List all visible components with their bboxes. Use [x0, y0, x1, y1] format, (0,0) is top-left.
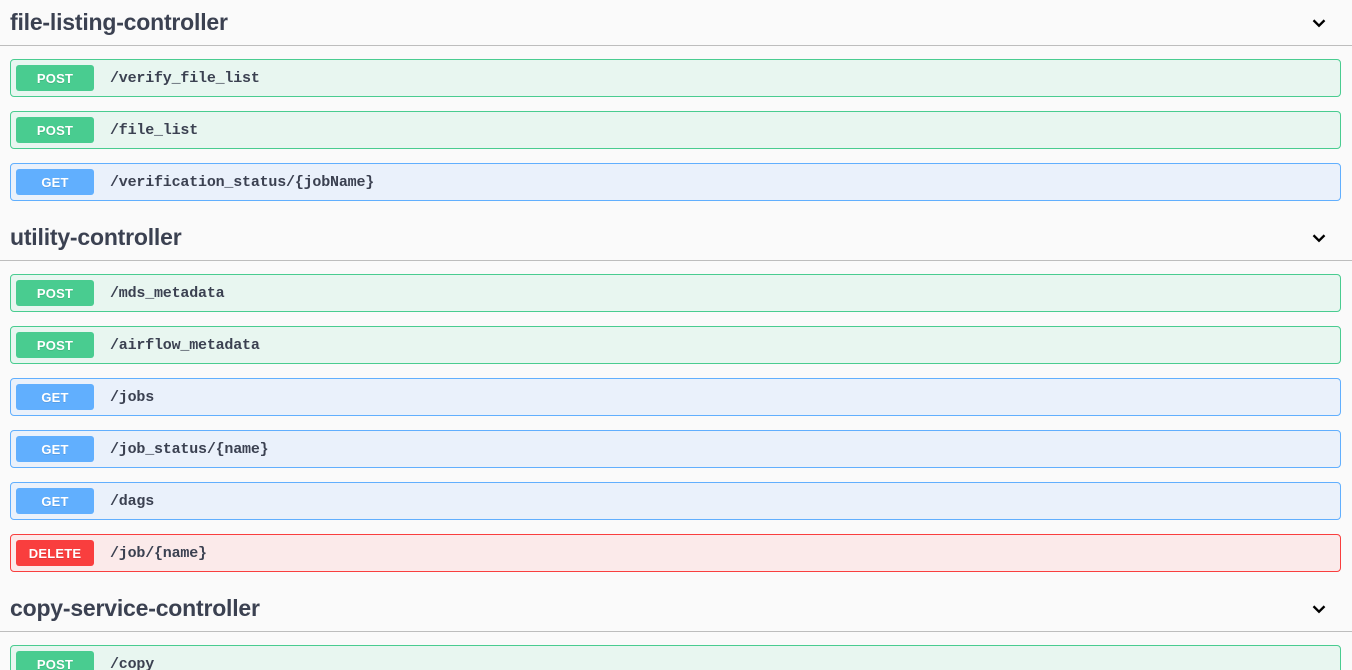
- http-method-badge: DELETE: [16, 540, 94, 566]
- operation-path: /copy: [110, 655, 155, 670]
- operation-path: /file_list: [110, 121, 199, 139]
- tag-header-copy-service-controller[interactable]: copy-service-controller: [0, 586, 1352, 632]
- tag-header-utility-controller[interactable]: utility-controller: [0, 215, 1352, 261]
- operation-path: /job_status/{name}: [110, 440, 269, 458]
- tag-header-file-listing-controller[interactable]: file-listing-controller: [0, 0, 1352, 46]
- tag-title: utility-controller: [10, 224, 182, 250]
- operation-path: /dags: [110, 492, 155, 510]
- operation-row[interactable]: POST/verify_file_list: [10, 59, 1341, 97]
- http-method-badge: POST: [16, 65, 94, 91]
- operation-row[interactable]: POST/airflow_metadata: [10, 326, 1341, 364]
- operation-path: /verify_file_list: [110, 69, 260, 87]
- operation-row[interactable]: POST/copy: [10, 645, 1341, 670]
- operation-row[interactable]: GET/job_status/{name}: [10, 430, 1341, 468]
- http-method-badge: GET: [16, 488, 94, 514]
- http-method-badge: GET: [16, 436, 94, 462]
- operation-row[interactable]: GET/dags: [10, 482, 1341, 520]
- operations-list: POST/copy: [0, 645, 1352, 670]
- operation-row[interactable]: POST/file_list: [10, 111, 1341, 149]
- chevron-down-icon[interactable]: [1308, 227, 1330, 249]
- operation-path: /job/{name}: [110, 544, 207, 562]
- operation-row[interactable]: POST/mds_metadata: [10, 274, 1341, 312]
- operation-row[interactable]: GET/jobs: [10, 378, 1341, 416]
- operation-path: /airflow_metadata: [110, 336, 260, 354]
- operation-path: /verification_status/{jobName}: [110, 173, 375, 191]
- chevron-down-icon[interactable]: [1308, 598, 1330, 620]
- operation-row[interactable]: DELETE/job/{name}: [10, 534, 1341, 572]
- operation-path: /jobs: [110, 388, 155, 406]
- http-method-badge: POST: [16, 117, 94, 143]
- operation-row[interactable]: GET/verification_status/{jobName}: [10, 163, 1341, 201]
- tag-title: copy-service-controller: [10, 595, 260, 621]
- chevron-down-icon[interactable]: [1308, 12, 1330, 34]
- http-method-badge: POST: [16, 280, 94, 306]
- http-method-badge: POST: [16, 332, 94, 358]
- http-method-badge: POST: [16, 651, 94, 670]
- operation-path: /mds_metadata: [110, 284, 225, 302]
- http-method-badge: GET: [16, 169, 94, 195]
- tag-title: file-listing-controller: [10, 9, 228, 35]
- http-method-badge: GET: [16, 384, 94, 410]
